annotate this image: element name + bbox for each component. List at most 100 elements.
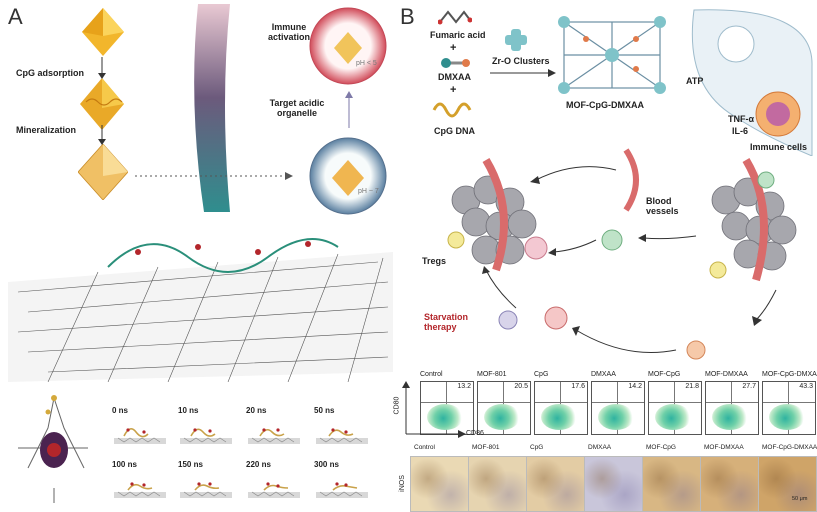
md-snapshot <box>248 428 300 444</box>
ihc-group-title: CpG <box>530 444 544 451</box>
md-time-label: 0 ns <box>112 406 129 415</box>
flow-density-cloud <box>655 404 691 430</box>
zr-cluster-icon <box>505 29 527 51</box>
md-snapshot <box>114 428 166 444</box>
scale-bar-label: 50 μm <box>792 496 808 502</box>
flow-density-cloud <box>484 404 520 430</box>
label-starvation-therapy: Starvation therapy <box>424 312 469 332</box>
flow-group-title: Control <box>420 371 443 378</box>
ph-acidic: pH < 5 <box>356 60 377 67</box>
reagent-dmxaa: DMXAA <box>438 72 471 82</box>
md-time-label: 10 ns <box>178 406 199 415</box>
md-time-label: 300 ns <box>314 460 339 469</box>
flow-plot: 20.5 <box>477 381 531 435</box>
ihc-image <box>584 456 643 512</box>
panel-b-letter: B <box>400 4 415 29</box>
flow-plot: 43.3 <box>762 381 816 435</box>
ihc-group-title: Control <box>414 444 435 451</box>
flow-group-title: MOF-801 <box>477 371 507 378</box>
label-tnf: TNF-α <box>728 114 755 124</box>
ihc-image <box>468 456 527 512</box>
flow-percentage: 43.3 <box>799 383 813 390</box>
ihc-group-title: DMXAA <box>588 444 612 451</box>
flow-percentage: 27.7 <box>742 383 756 390</box>
bubble-neutral <box>309 137 387 215</box>
flow-density-cloud <box>712 404 748 430</box>
arrow-up <box>345 91 353 128</box>
flow-density-cloud <box>427 404 463 430</box>
flow-density-cloud <box>541 404 577 430</box>
mof-framework <box>558 16 666 94</box>
immune-cell-illustration <box>691 9 813 156</box>
ihc-image <box>410 456 469 512</box>
ihc-group-title: MOF-CpG <box>646 444 676 451</box>
quadrant-line <box>649 401 701 403</box>
ihc-row-label: iNOS <box>398 475 406 492</box>
flow-percentage: 20.5 <box>514 383 528 390</box>
label-immune-activation: Immune activation <box>267 22 310 42</box>
md-snapshot <box>316 482 368 498</box>
ph-neutral: pH ~ 7 <box>358 188 379 195</box>
md-snapshot <box>316 428 368 444</box>
dotted-arrow <box>135 172 293 180</box>
label-atp: ATP <box>686 76 704 86</box>
md-time-label: 20 ns <box>246 406 267 415</box>
flow-group-title: MOF-CpG-DMXAA <box>762 371 817 378</box>
flow-density-cloud <box>598 404 634 430</box>
panel-b: B Fumaric acid + DMXAA + CpG DNA Zr-O Cl… <box>393 0 817 512</box>
md-time-label: 150 ns <box>178 460 203 469</box>
ihc-group-title: MOF-DMXAA <box>704 444 744 451</box>
step-arrows <box>98 57 106 145</box>
octahedron-mineralized <box>78 144 128 200</box>
flow-x-axis-label: CD86 <box>466 430 484 437</box>
quadrant-line <box>535 401 587 403</box>
md-time-label: 100 ns <box>112 460 137 469</box>
plus-1: + <box>450 42 457 54</box>
cpg-dna-icon <box>432 102 472 118</box>
reagent-cpg-dna: CpG DNA <box>434 126 475 136</box>
flow-plot: 13.2 <box>420 381 474 435</box>
quadrant-line <box>592 401 644 403</box>
flow-plot: 14.2 <box>591 381 645 435</box>
ihc-image <box>758 456 817 512</box>
label-mof-cpg-dmxaa: MOF-CpG-DMXAA <box>566 100 644 110</box>
flow-group-title: DMXAA <box>591 371 616 378</box>
fumaric-acid-icon <box>438 10 472 25</box>
flow-group-title: MOF-DMXAA <box>705 371 748 378</box>
panel-a-letter: A <box>8 4 23 29</box>
label-immune-cells: Immune cells <box>750 142 808 152</box>
panel-a: A CpG adsorption Mineralization Immune a… <box>0 0 395 511</box>
md-snapshot <box>180 428 232 444</box>
flow-percentage: 13.2 <box>457 383 471 390</box>
reagent-fumaric-acid: Fumaric acid <box>430 30 486 40</box>
tumor-cycle <box>447 148 797 360</box>
flow-percentage: 21.8 <box>685 383 699 390</box>
quadrant-line <box>763 401 815 403</box>
plus-2: + <box>450 84 457 96</box>
octahedron-bare <box>82 8 124 56</box>
flow-plot: 21.8 <box>648 381 702 435</box>
md-time-label: 220 ns <box>246 460 271 469</box>
ihc-image <box>642 456 701 512</box>
molecular-model <box>18 395 88 503</box>
mof-lattice <box>8 238 393 382</box>
flow-axes-arrows <box>402 381 466 438</box>
md-snapshot <box>248 482 300 498</box>
step-cpg-adsorption: CpG adsorption <box>16 68 84 78</box>
dmxaa-icon <box>441 58 470 68</box>
quadrant-line <box>421 401 473 403</box>
md-snapshot <box>114 482 166 498</box>
flow-density-cloud <box>769 404 805 430</box>
flow-percentage: 17.6 <box>571 383 585 390</box>
ihc-group-title: MOF-801 <box>472 444 500 451</box>
flow-group-title: CpG <box>534 371 549 378</box>
label-zr-clusters: Zr-O Clusters <box>492 56 550 66</box>
label-il6: IL-6 <box>732 126 749 136</box>
label-blood-vessels: Blood vessels <box>646 196 679 216</box>
step-mineralization: Mineralization <box>16 125 77 135</box>
flow-plot: 17.6 <box>534 381 588 435</box>
label-tregs: Tregs <box>422 256 447 266</box>
bubble-acidic <box>309 7 387 85</box>
ihc-image <box>700 456 759 512</box>
quadrant-line <box>706 401 758 403</box>
